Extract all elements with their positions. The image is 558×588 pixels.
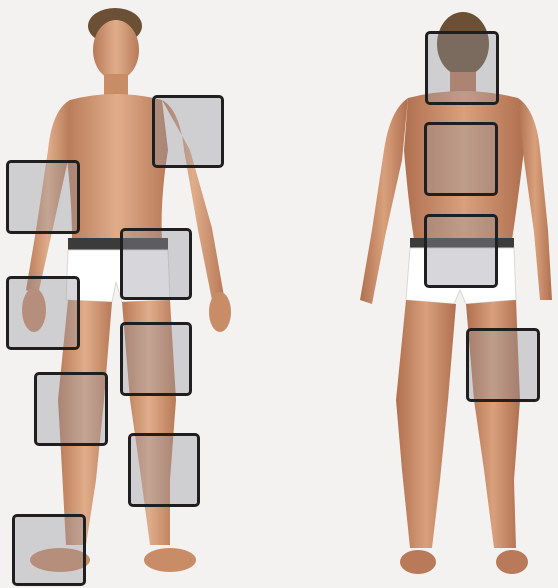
- region-front-knee[interactable]: [34, 372, 108, 446]
- region-back-back-of-thigh[interactable]: [466, 328, 540, 402]
- region-front-upper-arm[interactable]: [152, 95, 224, 168]
- region-front-shin[interactable]: [128, 433, 200, 507]
- region-front-forearm[interactable]: [6, 160, 80, 234]
- region-back-mid-back[interactable]: [424, 122, 498, 196]
- region-back-lower-back[interactable]: [424, 214, 498, 288]
- region-front-lower-abdomen[interactable]: [120, 228, 192, 300]
- region-front-foot[interactable]: [12, 514, 86, 586]
- region-front-hand[interactable]: [6, 276, 80, 350]
- region-back-upper-back[interactable]: [425, 31, 499, 105]
- region-front-thigh[interactable]: [120, 322, 192, 396]
